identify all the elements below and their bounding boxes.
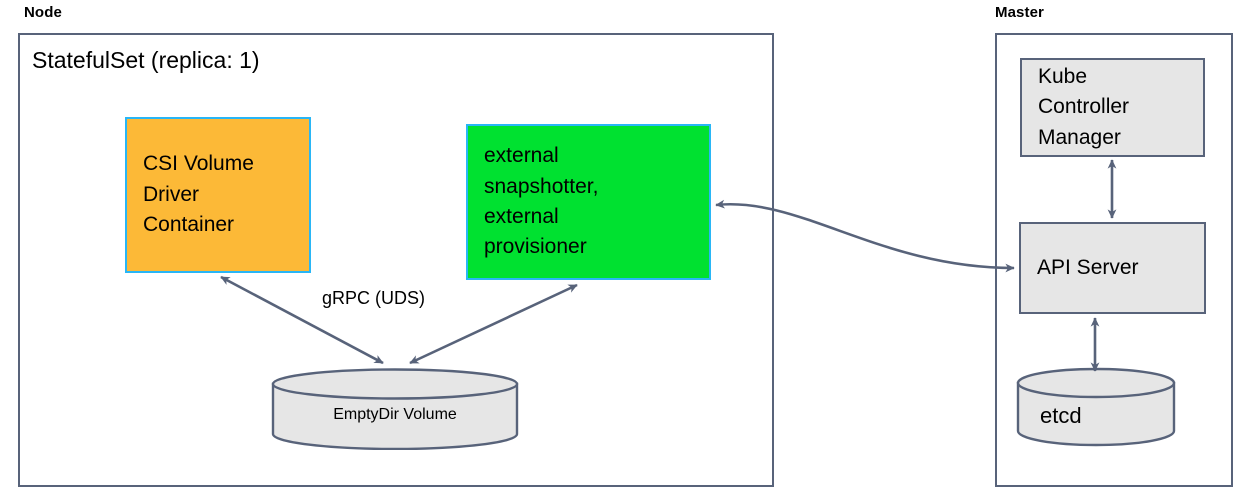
master-group-label: Master (995, 4, 1044, 21)
api-server-box[interactable]: API Server (1019, 222, 1206, 314)
external-sidecars-box[interactable]: external snapshotter, external provision… (466, 124, 711, 280)
node-group-label: Node (24, 4, 62, 21)
csi-volume-driver-container-box[interactable]: CSI Volume Driver Container (125, 117, 311, 273)
api-server-label: API Server (1037, 255, 1139, 279)
csi-line-2: Driver (143, 182, 199, 206)
emptydir-volume-cylinder[interactable]: EmptyDir Volume (271, 368, 519, 451)
kcm-line-1: Kube (1038, 64, 1088, 88)
sidecar-line-4: provisioner (484, 235, 587, 259)
kcm-line-3: Manager (1038, 125, 1121, 149)
kube-controller-manager-box[interactable]: Kube Controller Manager (1020, 58, 1205, 157)
sidecar-line-1: external (484, 144, 559, 168)
sidecar-line-3: external (484, 205, 559, 228)
statefulset-title: StatefulSet (replica: 1) (32, 47, 260, 73)
sidecar-line-2: snapshotter, (484, 174, 599, 198)
csi-line-1: CSI Volume (143, 152, 254, 176)
csi-line-3: Container (143, 213, 235, 237)
grpc-edge-label: gRPC (UDS) (322, 288, 426, 308)
kcm-line-2: Controller (1038, 95, 1130, 119)
etcd-cylinder[interactable]: etcd (1016, 367, 1176, 449)
